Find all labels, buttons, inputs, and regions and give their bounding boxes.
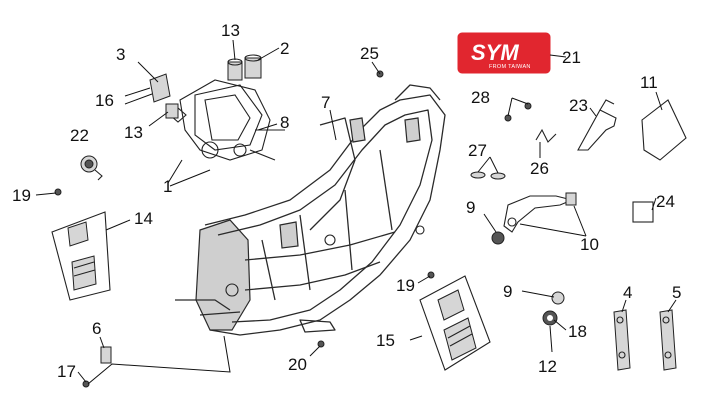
callout-19a: 19: [12, 186, 31, 205]
callout-19b: 19: [396, 276, 415, 295]
callout-10: 10: [580, 235, 599, 254]
emblem-brand-text: SYM: [471, 40, 519, 65]
callout-23: 23: [569, 96, 588, 115]
handlebar-bracket-assembly: [169, 79, 285, 161]
callout-labels: 1 2 3 4 5 6 7 8 9 9 10 11 12 13 13 14 15…: [12, 21, 681, 381]
callout-17: 17: [57, 362, 76, 381]
callout-18: 18: [568, 322, 587, 341]
callout-6: 6: [92, 319, 101, 338]
callout-16: 16: [95, 91, 114, 110]
bracket-3: [149, 73, 171, 103]
leader-lines: [35, 39, 677, 385]
bushing-13: [165, 103, 179, 119]
pad-11: [641, 99, 687, 161]
bracket-4: [613, 309, 631, 371]
emblem-subtitle-text: FROM TAIWAN: [489, 64, 531, 70]
small-parts-6-17-20: [82, 340, 325, 388]
callout-26: 26: [530, 159, 549, 178]
callout-9a: 9: [466, 198, 475, 217]
callout-20: 20: [288, 355, 307, 374]
callout-13a: 13: [221, 21, 240, 40]
callout-4: 4: [623, 283, 632, 302]
callout-3: 3: [116, 45, 125, 64]
bracket-10: [491, 192, 577, 245]
hook-23: [577, 99, 617, 151]
callout-28: 28: [471, 88, 490, 107]
label-24: [632, 201, 654, 223]
callout-7: 7: [321, 93, 330, 112]
callout-24: 24: [656, 192, 675, 211]
callout-2: 2: [280, 39, 289, 58]
callout-15: 15: [376, 331, 395, 350]
callout-8: 8: [280, 113, 289, 132]
sym-emblem: SYM FROM TAIWAN: [457, 32, 551, 74]
callout-21: 21: [562, 48, 581, 67]
rubber-bushing-2: [227, 54, 262, 81]
bracket-5: [659, 309, 677, 371]
callout-22: 22: [70, 126, 89, 145]
callout-5: 5: [672, 283, 681, 302]
callout-12: 12: [538, 357, 557, 376]
footrest-right-group: [419, 271, 491, 371]
callout-11: 11: [640, 73, 658, 92]
callout-13b: 13: [124, 123, 143, 142]
hardware-9-12-18: [542, 291, 565, 326]
main-frame: [175, 84, 446, 336]
footrest-left-group: [51, 188, 111, 301]
horn-part: [80, 155, 103, 181]
callout-14: 14: [134, 209, 153, 228]
callout-25: 25: [360, 44, 379, 63]
callout-27: 27: [468, 141, 487, 160]
callout-1: 1: [163, 177, 172, 196]
callout-9b: 9: [503, 282, 512, 301]
